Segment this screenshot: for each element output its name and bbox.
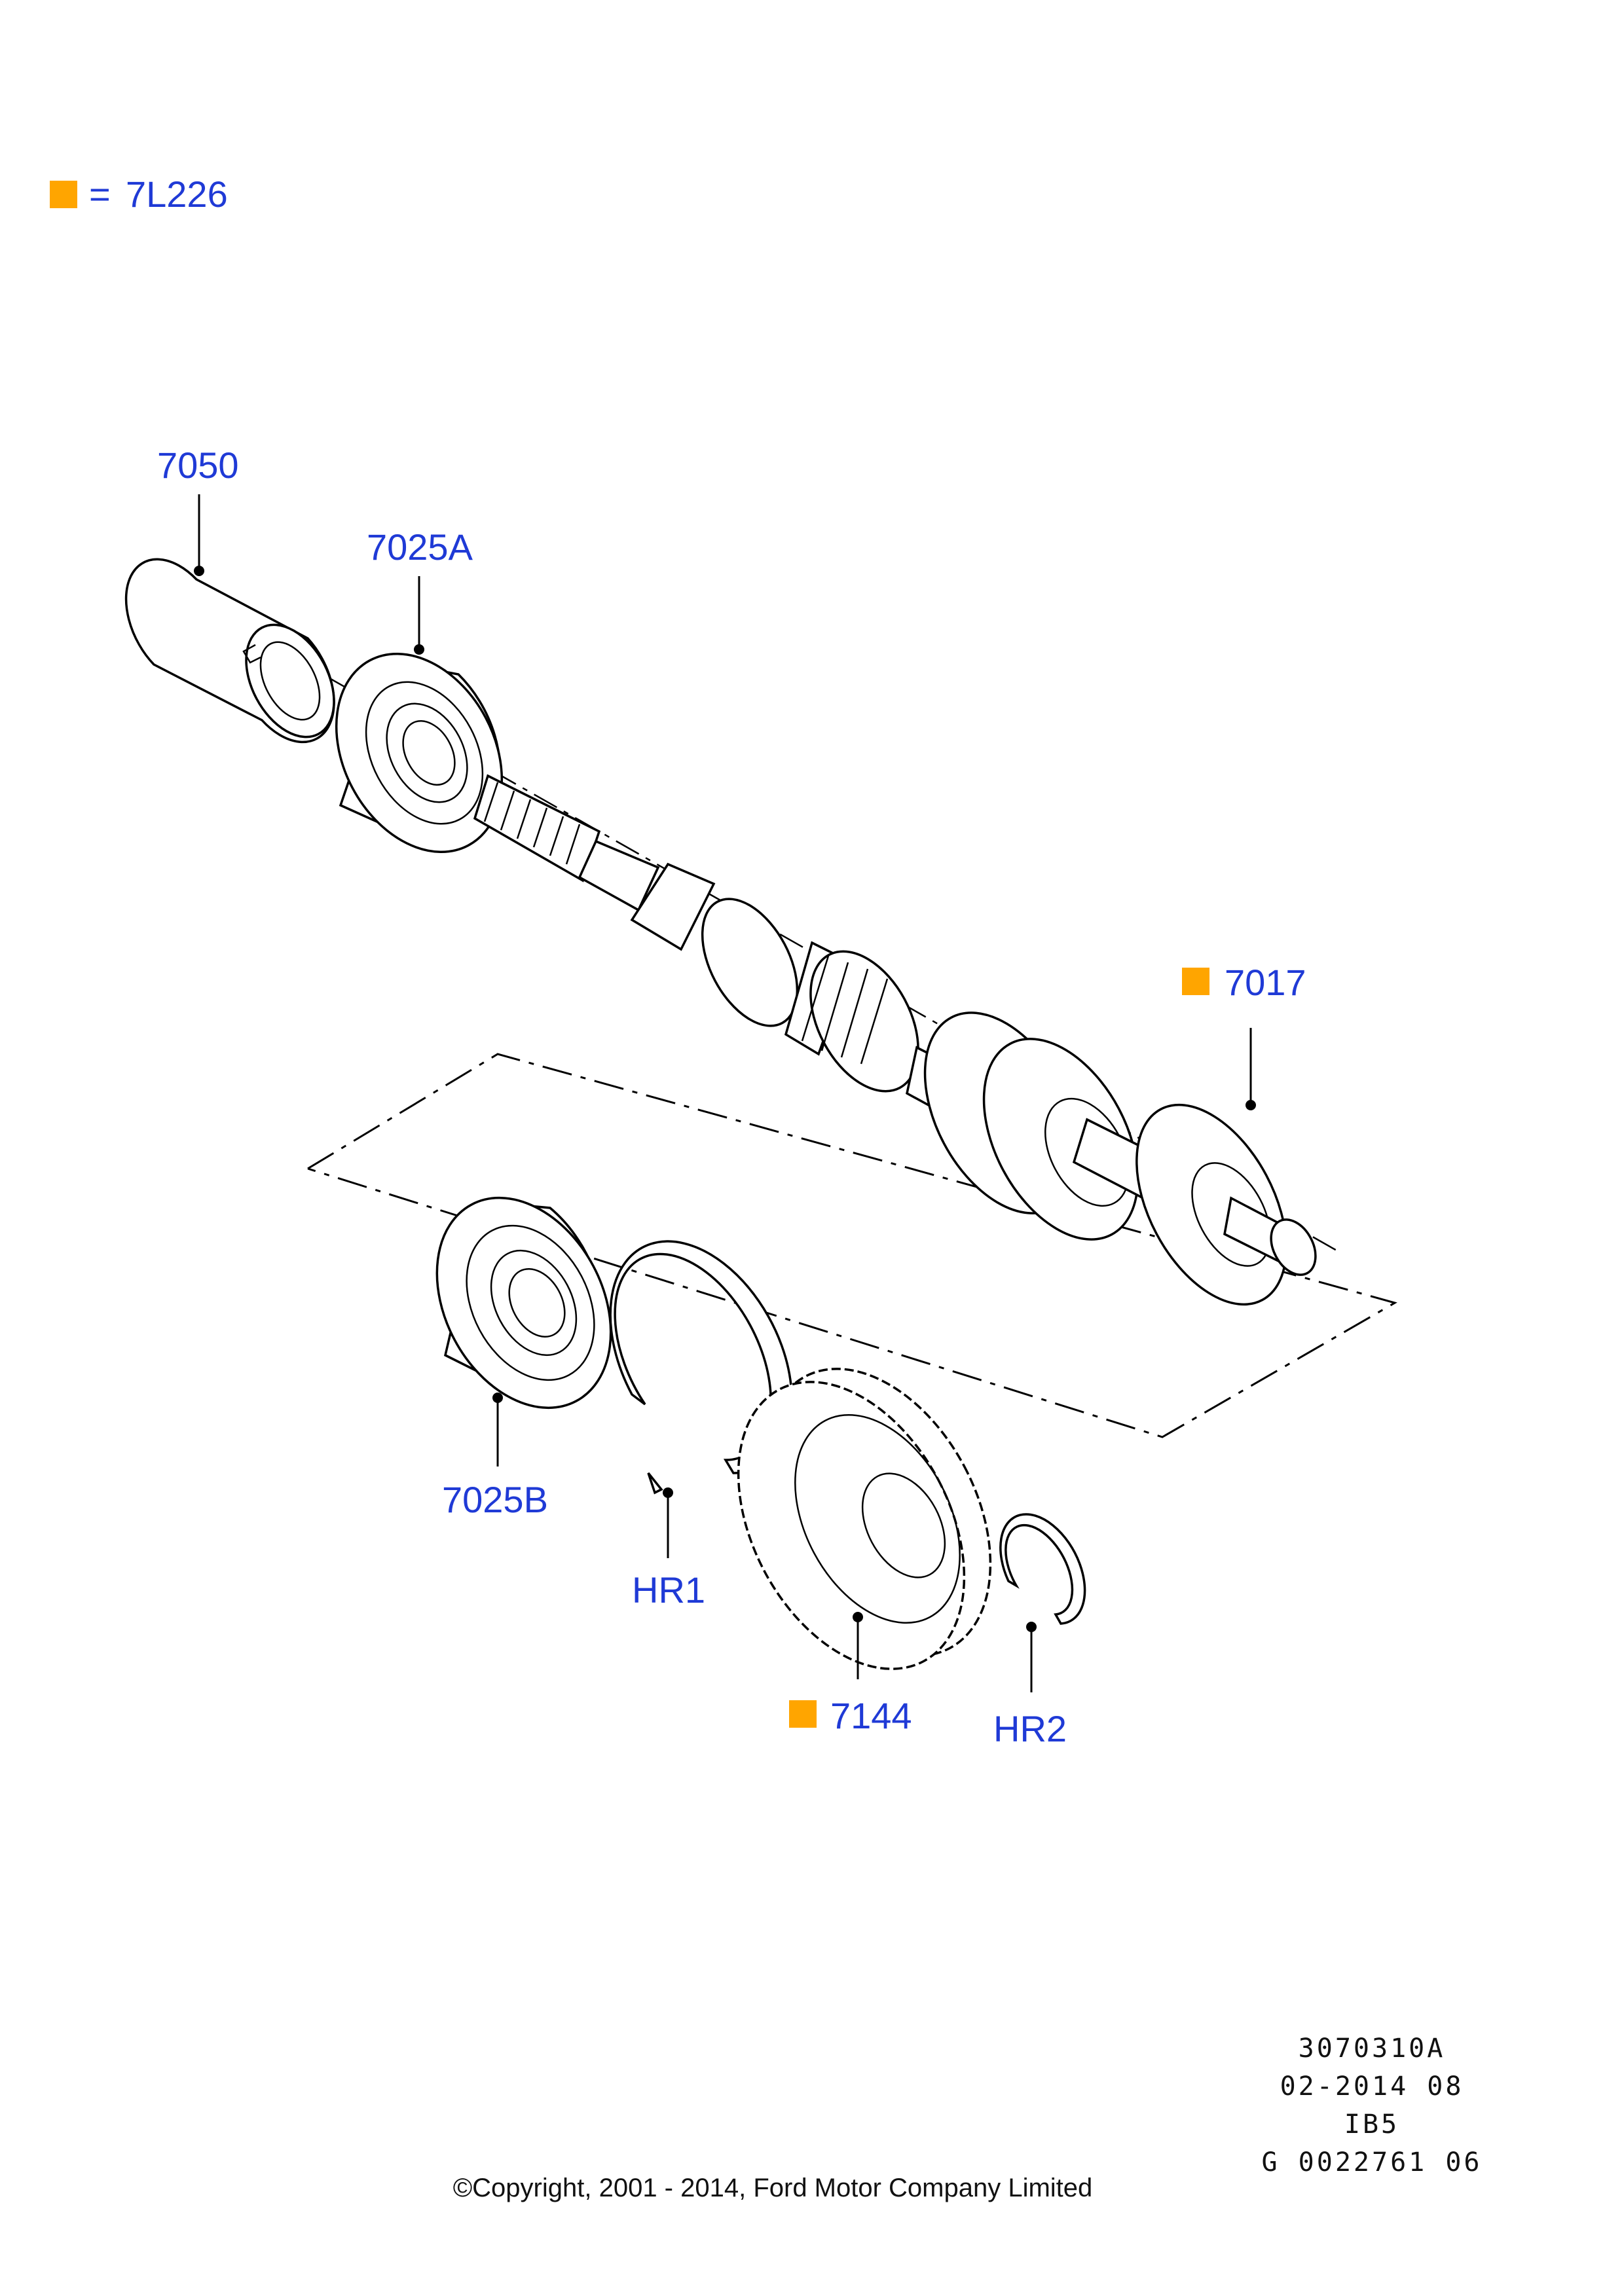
sleeve-7050 xyxy=(124,558,335,744)
copyright: ©Copyright, 2001 - 2014, Ford Motor Comp… xyxy=(453,2174,1093,2202)
callout-HR2: HR2 xyxy=(993,1708,1067,1749)
meta-line-4: G 0022761 06 xyxy=(1262,2147,1483,2178)
legend-code: 7L226 xyxy=(126,173,228,215)
leader-lines xyxy=(194,494,1256,1692)
meta-line-3: IB5 xyxy=(1344,2109,1399,2140)
legend-marker xyxy=(50,181,77,208)
bearing-7025A xyxy=(335,653,504,853)
assembly-boundary xyxy=(307,1053,1397,1438)
mainshaft-7017 xyxy=(473,774,1317,1306)
legend: = 7L226 xyxy=(50,173,228,215)
gear-7144 xyxy=(737,1368,992,1670)
ring-HR1 xyxy=(609,1240,793,1495)
marker-7144 xyxy=(789,1700,817,1728)
callout-7017: 7017 xyxy=(1225,962,1306,1003)
callout-7025A: 7025A xyxy=(367,526,473,568)
callout-7144: 7144 xyxy=(830,1695,912,1736)
callout-HR1: HR1 xyxy=(632,1569,705,1611)
meta-line-2: 02-2014 08 xyxy=(1280,2071,1464,2102)
meta-line-1: 3070310A xyxy=(1299,2033,1446,2064)
ring-HR2 xyxy=(999,1513,1086,1625)
bearing-7025B xyxy=(435,1196,612,1410)
callout-7025B: 7025B xyxy=(442,1479,548,1520)
callout-7050: 7050 xyxy=(157,445,239,486)
legend-equals: = xyxy=(89,173,111,215)
marker-7017 xyxy=(1182,968,1209,995)
